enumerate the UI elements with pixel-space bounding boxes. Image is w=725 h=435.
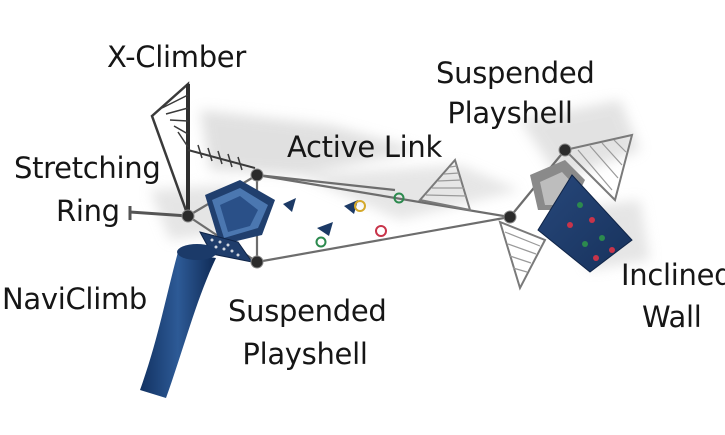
- label-suspended-playshell-bottom-line2: Playshell: [242, 337, 368, 371]
- label-suspended-playshell-top-line1: Suspended: [436, 56, 595, 90]
- label-suspended-playshell-bottom-line1: Suspended: [228, 294, 387, 328]
- label-inclined-wall-line1: Inclined: [621, 258, 725, 292]
- label-stretching-ring-line1: Stretching: [14, 151, 161, 185]
- active-link-nets: [128, 133, 634, 291]
- active-link-grips: [283, 192, 405, 248]
- label-x-climber: X-Climber: [107, 40, 246, 74]
- inclined-wall: [537, 174, 633, 273]
- label-inclined-wall-line2: Wall: [642, 300, 702, 334]
- suspended-playshell-left: [205, 180, 275, 245]
- x-climber: [150, 81, 256, 217]
- connector-nodes: [181, 143, 572, 269]
- label-stretching-ring-line2: Ring: [56, 194, 120, 228]
- label-naviclimb: NaviClimb: [2, 282, 148, 316]
- label-suspended-playshell-top-line2: Playshell: [447, 96, 573, 130]
- slide: [140, 244, 217, 398]
- label-active-link: Active Link: [287, 130, 443, 164]
